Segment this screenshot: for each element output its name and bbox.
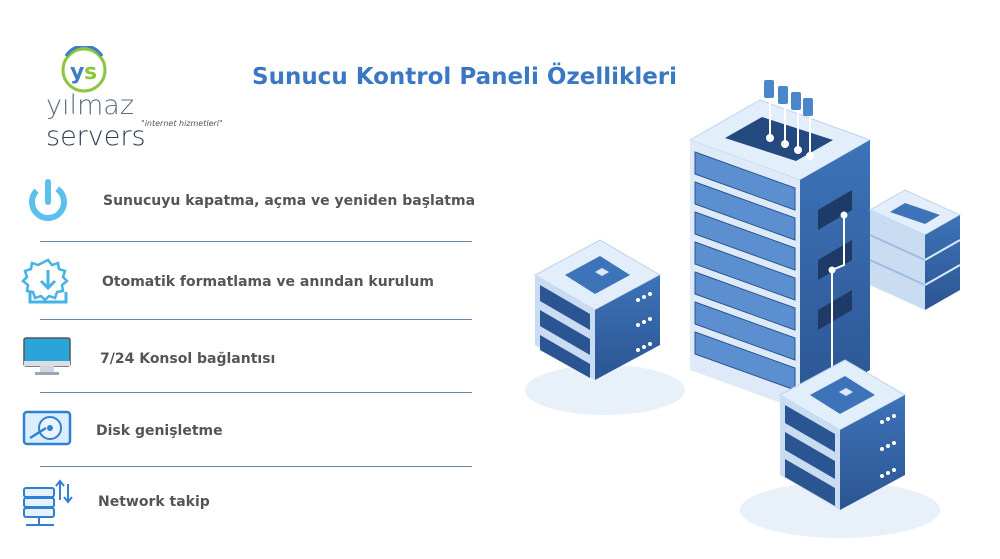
- power-icon: [29, 179, 67, 221]
- brand-tagline: "internet hizmetleri": [141, 119, 223, 128]
- feature-label: Network takip: [98, 494, 210, 510]
- brand-name-part1: yılmaz: [46, 90, 135, 121]
- brand-name: yılmaz servers: [46, 90, 234, 152]
- brand-name-part2: servers: [46, 121, 146, 152]
- servers-illustration: [525, 80, 962, 538]
- feature-item-disk: Disk genişletme: [20, 408, 480, 468]
- svg-text:y: y: [70, 60, 84, 85]
- feature-label: Otomatik formatlama ve anından kurulum: [102, 274, 434, 290]
- feature-item-power: Sunucuyu kapatma, açma ve yeniden başlat…: [20, 176, 480, 236]
- network-server-icon: [23, 479, 73, 526]
- server-stack-right: [868, 189, 962, 310]
- gear-download-icon: [21, 258, 69, 304]
- divider: [40, 466, 472, 467]
- feature-label: Disk genişletme: [96, 423, 223, 439]
- server-stack-front: [778, 359, 907, 510]
- server-stack-left: [533, 239, 662, 380]
- feature-label: 7/24 Konsol bağlantısı: [100, 351, 276, 367]
- feature-label: Sunucuyu kapatma, açma ve yeniden başlat…: [103, 193, 476, 209]
- logo: y s yılmaz servers "internet hizmetleri": [44, 46, 234, 152]
- hard-disk-icon: [22, 410, 72, 446]
- page-title: Sunucu Kontrol Paneli Özellikleri: [252, 64, 678, 90]
- feature-item-console: 7/24 Konsol bağlantısı: [20, 334, 480, 394]
- feature-item-network: Network takip: [20, 478, 480, 538]
- divider: [40, 392, 472, 393]
- tagline-text: internet hizmetleri: [144, 119, 219, 128]
- monitor-icon: [23, 337, 71, 375]
- feature-item-format: Otomatik formatlama ve anından kurulum: [20, 254, 480, 314]
- server-tower: [688, 80, 872, 410]
- svg-text:s: s: [84, 60, 97, 85]
- divider: [40, 319, 472, 320]
- divider: [40, 241, 472, 242]
- logo-emblem-icon: y s: [61, 46, 107, 93]
